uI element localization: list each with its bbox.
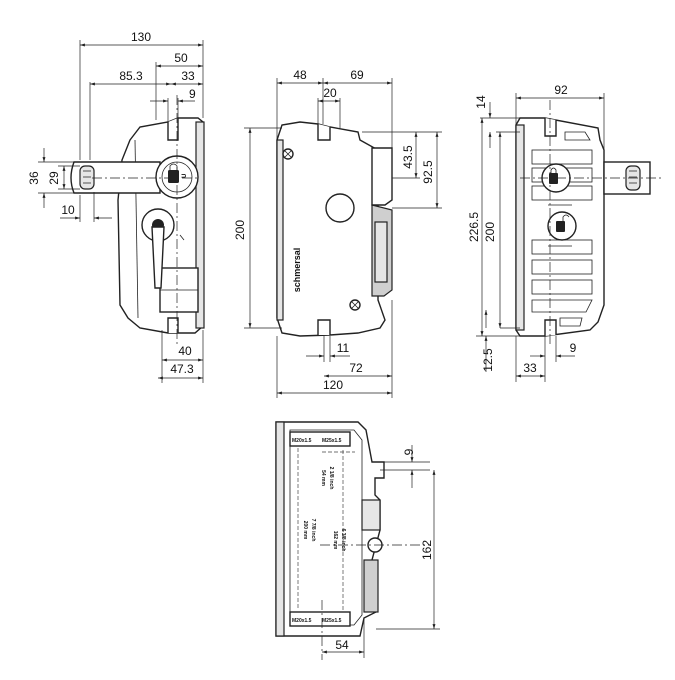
label-m20-bottom: M20x1.5 <box>292 618 312 624</box>
rear-bottom-slot <box>544 319 557 336</box>
dim-92: 92 <box>554 83 568 97</box>
padlock-icon: U <box>168 163 188 183</box>
entry-bottom <box>289 611 351 627</box>
label-m25-bottom: M25x1.5 <box>322 618 342 624</box>
dim-33: 33 <box>181 69 195 83</box>
bottom-view: M20x1.5 M25x1.5 M20x1.5 M25x1.5 200 mm 7… <box>275 421 440 660</box>
screw-icon <box>349 299 361 311</box>
dim-50: 50 <box>174 51 188 65</box>
front-top-slot <box>167 118 179 141</box>
bottom-base-plate <box>275 421 285 637</box>
front-view: U 130 50 85.3 33 9 36 <box>27 30 205 383</box>
padlock-icon <box>549 167 558 184</box>
dim-162: 162 <box>420 540 434 560</box>
screw-icon <box>282 148 294 160</box>
label-left-inch: 7 7/8 inch <box>310 519 316 542</box>
label-m20-top: M20x1.5 <box>292 438 312 444</box>
label-top-mm: 54 mm <box>320 470 326 486</box>
dim-200: 200 <box>233 220 247 240</box>
dim-69: 69 <box>350 68 364 82</box>
dim-36: 36 <box>27 171 41 185</box>
rear-base-plate <box>515 124 525 331</box>
dim-226-5: 226.5 <box>467 212 481 242</box>
dim-92-5: 92.5 <box>421 160 435 184</box>
dim-11: 11 <box>337 341 350 355</box>
side-view: schmersal 48 69 20 43.5 92.5 200 11 72 <box>233 68 442 398</box>
rear-view: 92 14 226.5 200 12.5 9 33 <box>467 83 662 382</box>
dim-200-rear: 200 <box>483 222 497 242</box>
side-center-hole <box>325 193 355 223</box>
open-padlock-icon <box>556 214 570 232</box>
dim-40: 40 <box>178 344 192 358</box>
dim-9-rear: 9 <box>570 341 577 355</box>
dim-10: 10 <box>61 203 75 217</box>
label-left-mm: 200 mm <box>302 521 308 540</box>
side-base-plate <box>276 139 284 321</box>
dim-29: 29 <box>47 171 61 185</box>
rear-top-slot <box>544 118 557 137</box>
side-window <box>374 221 388 283</box>
front-key-handle <box>79 165 95 190</box>
dim-47-3: 47.3 <box>170 362 194 376</box>
dim-20: 20 <box>323 86 337 100</box>
bottom-actuator-lower <box>363 559 379 613</box>
label-top-inch: 2 1/8 inch <box>328 467 334 490</box>
svg-text:U: U <box>182 174 188 178</box>
side-top-slot <box>317 124 331 141</box>
dim-9: 9 <box>189 87 196 101</box>
brand-logo: schmersal <box>292 248 302 293</box>
dim-120: 120 <box>323 378 343 392</box>
dim-48: 48 <box>293 68 307 82</box>
side-housing <box>276 121 386 337</box>
dim-9-bottom: 9 <box>402 448 416 455</box>
bottom-actuator-upper <box>361 499 381 531</box>
dim-33-rear: 33 <box>523 361 537 375</box>
dim-12-5: 12.5 <box>481 348 495 372</box>
dim-130: 130 <box>131 30 151 44</box>
label-m25-top: M25x1.5 <box>322 438 342 444</box>
label-right-inch: 6 3/8 inch <box>340 529 346 552</box>
dim-72: 72 <box>349 361 363 375</box>
side-bottom-slot <box>317 319 331 335</box>
entry-top <box>289 431 351 447</box>
dim-43-5: 43.5 <box>401 145 415 169</box>
label-right-mm: 162 mm <box>332 531 338 550</box>
side-upper-actuator <box>371 147 393 206</box>
front-side-rail <box>195 121 205 329</box>
dim-85-3: 85.3 <box>119 69 143 83</box>
front-bottom-slot <box>167 317 179 333</box>
front-release-lever <box>151 226 165 289</box>
dim-54: 54 <box>335 638 349 652</box>
dim-14: 14 <box>474 95 488 109</box>
